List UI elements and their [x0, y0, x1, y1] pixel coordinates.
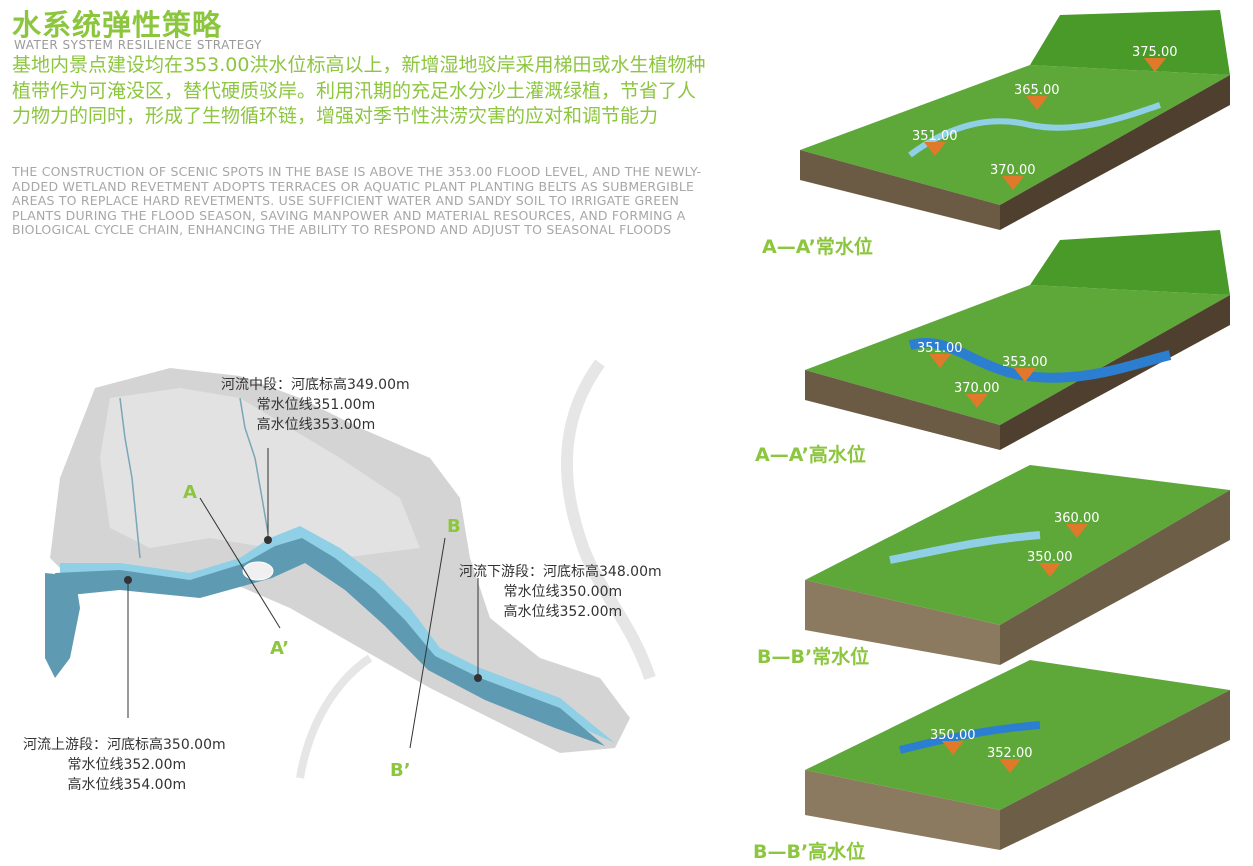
label-mid-segment: 河流中段：河底标高349.00m 常水位线351.00m 高水位线353.00m [221, 377, 410, 433]
elev-tag-10: 350.00 [930, 728, 976, 755]
svg-text:360.00: 360.00 [1054, 511, 1100, 526]
river-lake [45, 573, 80, 678]
point-up [124, 576, 132, 584]
svg-text:375.00: 375.00 [1132, 45, 1178, 60]
caption-aa-normal: A—A’常水位 [762, 236, 873, 258]
svg-text:352.00: 352.00 [987, 746, 1033, 761]
elev-tag-1: 375.00 [1132, 45, 1178, 72]
svg-text:351.00: 351.00 [912, 129, 958, 144]
label-downstream-segment: 河流下游段：河底标高348.00m 常水位线350.00m 高水位线352.00… [459, 564, 662, 620]
site-river-map [45, 359, 656, 779]
road-curve-2 [296, 654, 373, 779]
caption-aa-high: A—A’高水位 [755, 444, 866, 466]
elev-tag-3: 351.00 [912, 129, 958, 156]
elev-tag-7: 370.00 [954, 381, 1000, 408]
site-land-light [100, 388, 420, 558]
caption-bb-high: B—B’高水位 [753, 841, 866, 863]
river-island [242, 561, 274, 581]
page-title: 水系统弹性策略 [12, 8, 223, 42]
section-block-bb-normal [805, 465, 1230, 665]
section-block-bb-high [805, 660, 1230, 850]
marker-b: B [447, 516, 461, 537]
river [55, 538, 605, 746]
elev-tag-11: 352.00 [987, 746, 1033, 773]
marker-a-prime: A’ [270, 638, 290, 659]
svg-text:365.00: 365.00 [1014, 83, 1060, 98]
elev-tag-9: 350.00 [1027, 550, 1073, 577]
svg-text:350.00: 350.00 [1027, 550, 1073, 565]
description-en: THE CONSTRUCTION OF SCENIC SPOTS IN THE … [12, 164, 702, 238]
tributary-mid [239, 397, 269, 534]
marker-a: A [183, 482, 197, 503]
elev-tag-8: 360.00 [1054, 511, 1100, 538]
section-block-aa-high [805, 230, 1230, 450]
tributary-left [119, 397, 141, 559]
page-subtitle: WATER SYSTEM RESILIENCE STRATEGY [14, 38, 262, 52]
elev-tag-5: 351.00 [917, 341, 963, 368]
description-cn: 基地内景点建设均在353.00洪水位标高以上，新增湿地驳岸采用梯田或水生植物种植… [12, 54, 706, 127]
label-upstream-segment: 河流上游段：河底标高350.00m 常水位线352.00m 高水位线354.00… [23, 737, 226, 793]
svg-text:350.00: 350.00 [930, 728, 976, 743]
elev-tag-2: 365.00 [1014, 83, 1060, 110]
svg-text:370.00: 370.00 [954, 381, 1000, 396]
svg-text:370.00: 370.00 [990, 163, 1036, 178]
road-curve [560, 359, 656, 680]
point-mid [264, 536, 272, 544]
section-line-b [409, 537, 446, 749]
section-line-a [199, 497, 281, 629]
svg-text:353.00: 353.00 [1002, 355, 1048, 370]
elev-tag-6: 353.00 [1002, 355, 1048, 382]
marker-b-prime: B’ [390, 760, 411, 781]
svg-text:351.00: 351.00 [917, 341, 963, 356]
point-down [474, 674, 482, 682]
elev-tag-4: 370.00 [990, 163, 1036, 190]
caption-bb-normal: B—B’常水位 [757, 646, 870, 668]
section-block-aa-normal [800, 10, 1230, 230]
